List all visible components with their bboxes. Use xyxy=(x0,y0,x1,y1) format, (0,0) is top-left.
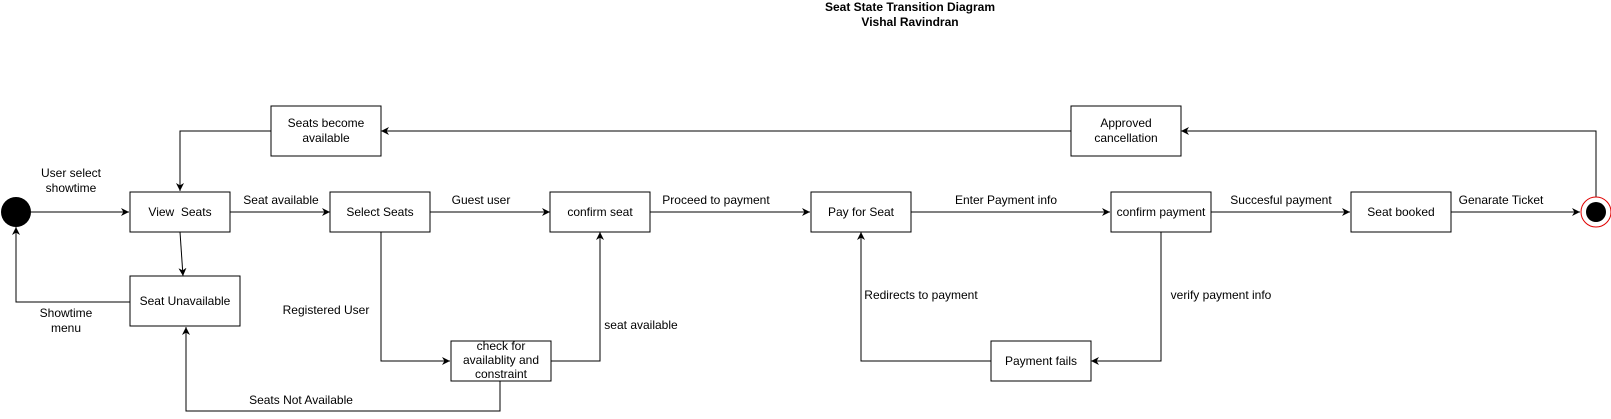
svg-text:View Seats: View Seats xyxy=(148,205,211,219)
edge-fails-to-pay xyxy=(857,232,991,362)
state-view-seats: View Seats xyxy=(129,191,231,233)
svg-text:Seat booked: Seat booked xyxy=(1367,205,1434,219)
svg-text:Pay for Seat: Pay for Seat xyxy=(828,205,895,219)
label-proceed-to-payment: Proceed to payment xyxy=(662,193,770,207)
state-seats-become-available: Seats become available xyxy=(270,105,382,157)
state-select-seats: Select Seats xyxy=(329,191,431,233)
edge-final-to-approved-cancellation xyxy=(1181,127,1597,198)
label-showtime-menu-line2: menu xyxy=(51,321,81,335)
edge-select-to-check xyxy=(380,232,450,365)
label-redirects-to-payment: Redirects to payment xyxy=(864,288,978,302)
svg-text:availablity and: availablity and xyxy=(463,353,539,367)
label-succesful-payment: Succesful payment xyxy=(1230,193,1332,207)
edge-check-to-unavailable xyxy=(182,327,501,412)
state-confirm-seat: confirm seat xyxy=(549,191,651,233)
state-seat-booked: Seat booked xyxy=(1350,191,1452,233)
edge-unavailable-to-start xyxy=(12,227,130,303)
svg-text:constraint: constraint xyxy=(475,367,528,381)
svg-text:confirm payment: confirm payment xyxy=(1117,205,1206,219)
label-user-select-showtime-line2: showtime xyxy=(46,181,97,195)
initial-state-node xyxy=(1,197,31,227)
label-genarate-ticket: Genarate Ticket xyxy=(1459,193,1544,207)
label-verify-payment-info: verify payment info xyxy=(1171,288,1272,302)
edge-confirm-payment-to-fails xyxy=(1091,232,1162,365)
state-confirm-payment: confirm payment xyxy=(1110,191,1212,233)
svg-text:Payment fails: Payment fails xyxy=(1005,354,1077,368)
svg-text:Select Seats: Select Seats xyxy=(346,205,413,219)
svg-text:check for: check for xyxy=(477,339,526,353)
label-registered-user: Registered User xyxy=(283,303,370,317)
svg-text:Seats become: Seats become xyxy=(288,116,365,130)
svg-text:Seat Unavailable: Seat Unavailable xyxy=(140,294,231,308)
state-check-availability: check for availablity and constraint xyxy=(450,339,552,382)
label-seat-available-check: seat available xyxy=(604,318,678,332)
label-showtime-menu: Showtime xyxy=(40,306,93,320)
transition-edges xyxy=(12,127,1597,412)
final-state-node xyxy=(1580,196,1611,228)
label-guest-user: Guest user xyxy=(452,193,511,207)
edge-check-to-confirm-seat xyxy=(550,232,604,362)
diagram-author: Vishal Ravindran xyxy=(861,15,958,29)
svg-text:Approved: Approved xyxy=(1100,116,1151,130)
state-pay-for-seat: Pay for Seat xyxy=(810,191,912,233)
state-approved-cancellation: Approved cancellation xyxy=(1070,105,1182,157)
label-user-select-showtime: User select xyxy=(41,166,102,180)
label-seats-not-available: Seats Not Available xyxy=(249,393,353,407)
state-seat-unavailable: Seat Unavailable xyxy=(129,275,241,327)
svg-text:available: available xyxy=(302,131,350,145)
label-enter-payment-info: Enter Payment info xyxy=(955,193,1057,207)
state-payment-fails: Payment fails xyxy=(990,340,1092,382)
diagram-title: Seat State Transition Diagram xyxy=(825,0,995,14)
edge-view-to-unavailable xyxy=(178,231,187,277)
svg-text:cancellation: cancellation xyxy=(1094,131,1157,145)
label-seat-available: Seat available xyxy=(243,193,319,207)
edge-seats-available-to-view xyxy=(176,130,271,191)
svg-text:confirm seat: confirm seat xyxy=(567,205,633,219)
